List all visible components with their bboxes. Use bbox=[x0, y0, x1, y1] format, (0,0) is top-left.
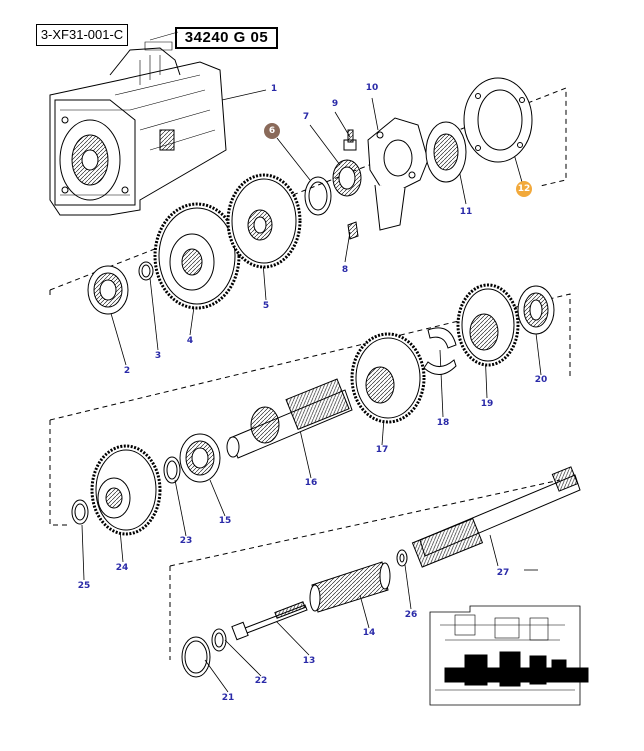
diagram-reference: 3-XF31-001-C bbox=[36, 24, 128, 46]
coupling-11 bbox=[425, 121, 467, 183]
callout-15[interactable]: 15 bbox=[218, 516, 232, 526]
snap-ring-3 bbox=[138, 261, 154, 281]
sleeve-14 bbox=[309, 561, 391, 613]
callout-22[interactable]: 22 bbox=[254, 676, 268, 686]
callout-9[interactable]: 9 bbox=[331, 99, 339, 109]
callout-26[interactable]: 26 bbox=[404, 610, 418, 620]
callout-20[interactable]: 20 bbox=[534, 375, 548, 385]
callout-23[interactable]: 23 bbox=[179, 536, 193, 546]
bearing-15 bbox=[179, 433, 221, 483]
gear-5 bbox=[226, 173, 302, 269]
snap-ring-22 bbox=[211, 628, 227, 652]
callout-24[interactable]: 24 bbox=[115, 563, 129, 573]
ring-6 bbox=[304, 176, 332, 216]
part-code: 34240 G 05 bbox=[175, 27, 278, 49]
callout-19[interactable]: 19 bbox=[480, 399, 494, 409]
ring-21 bbox=[181, 636, 211, 678]
bearing-20 bbox=[517, 285, 555, 335]
gear-17 bbox=[350, 332, 426, 424]
callout-5[interactable]: 5 bbox=[262, 301, 270, 311]
gear-19 bbox=[456, 283, 520, 367]
callout-25[interactable]: 25 bbox=[77, 581, 91, 591]
housing-10 bbox=[367, 117, 429, 231]
shaft-27 bbox=[411, 466, 581, 568]
callout-10[interactable]: 10 bbox=[365, 83, 379, 93]
half-rings-18 bbox=[423, 327, 457, 375]
callout-2[interactable]: 2 bbox=[123, 366, 131, 376]
needle-bearing-7 bbox=[332, 159, 362, 197]
callout-6[interactable]: 6 bbox=[264, 123, 280, 139]
callout-16[interactable]: 16 bbox=[304, 478, 318, 488]
callout-1[interactable]: 1 bbox=[270, 84, 278, 94]
shaft-16 bbox=[226, 378, 353, 459]
callout-7[interactable]: 7 bbox=[302, 112, 310, 122]
snap-ring-23 bbox=[163, 456, 181, 484]
washer-26 bbox=[396, 549, 408, 567]
gear-4 bbox=[153, 202, 241, 310]
callout-18[interactable]: 18 bbox=[436, 418, 450, 428]
callout-13[interactable]: 13 bbox=[302, 656, 316, 666]
callout-17[interactable]: 17 bbox=[375, 445, 389, 455]
callout-27[interactable]: 27 bbox=[496, 568, 510, 578]
gear-24 bbox=[90, 444, 162, 536]
transmission-housing bbox=[49, 31, 227, 216]
callout-21[interactable]: 21 bbox=[221, 693, 235, 703]
callout-3[interactable]: 3 bbox=[154, 351, 162, 361]
cover-12 bbox=[463, 77, 533, 163]
callout-11[interactable]: 11 bbox=[459, 207, 473, 217]
callout-8[interactable]: 8 bbox=[341, 265, 349, 275]
bearing-2 bbox=[87, 265, 129, 315]
locator-inset bbox=[429, 605, 589, 706]
group-boundaries bbox=[49, 87, 571, 660]
callout-14[interactable]: 14 bbox=[362, 628, 376, 638]
pin-8 bbox=[347, 221, 359, 240]
callout-12[interactable]: 12 bbox=[516, 181, 532, 197]
circlip-25 bbox=[71, 499, 89, 525]
callout-4[interactable]: 4 bbox=[186, 336, 194, 346]
bolt-9 bbox=[343, 129, 357, 151]
bolt-13 bbox=[231, 601, 308, 641]
